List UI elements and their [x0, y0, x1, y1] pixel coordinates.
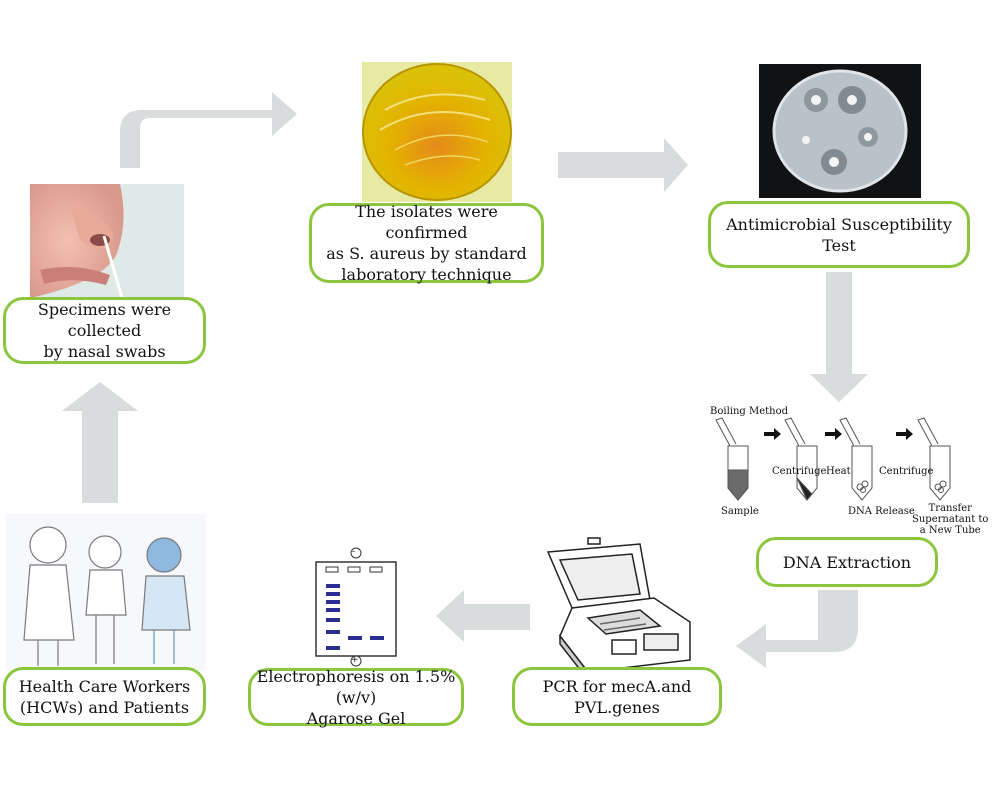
- pcr-label: PCR for mecA.and PVL.genes: [542, 676, 692, 717]
- transfer-label: Transfer Supernatant to a New Tube: [912, 503, 988, 536]
- isolates-line-3: laboratory technique: [341, 265, 512, 284]
- pcr-thermal-cycler: [546, 537, 691, 683]
- step-isolates-confirmed: The isolates were confirmed as S. aureus…: [309, 202, 544, 284]
- centrifuge-label-1: Centrifuge: [772, 466, 827, 477]
- isolates-line-2: as S. aureus by standard: [326, 244, 527, 263]
- gel-plus-label: +: [351, 655, 359, 665]
- arrow-hcw-to-specimens: [62, 382, 138, 503]
- step-specimens-collected: Specimens were collected by nasal swabs: [3, 297, 206, 364]
- sample-label: Sample: [721, 506, 759, 517]
- dna-release-label: DNA Release: [848, 506, 915, 517]
- specimens-line-2: by nasal swabs: [43, 342, 166, 361]
- electro-line-2: Agarose Gel: [306, 708, 406, 728]
- transfer-line-3: a New Tube: [919, 525, 981, 536]
- arrow-ast-to-dna: [810, 272, 868, 402]
- arrow-isolates-to-ast: [558, 138, 688, 192]
- arrow-pcr-to-electro: [436, 590, 530, 642]
- step-pcr: PCR for mecA.and PVL.genes: [512, 667, 722, 726]
- centrifuge-label-2: Centrifuge: [879, 466, 934, 477]
- boiling-method-schematic: [715, 417, 951, 501]
- transfer-line-2: Supernatant to: [912, 514, 989, 525]
- nasal-swab-photo: [30, 184, 184, 299]
- transfer-line-1: Transfer: [928, 503, 972, 514]
- agar-plate-photo: [362, 62, 512, 202]
- healthcare-workers-illustration: [6, 514, 206, 670]
- step-antimicrobial-test: Antimicrobial Susceptibility Test: [708, 201, 970, 268]
- step-electrophoresis: Electrophoresis on 1.5% (w/v) Agarose Ge…: [248, 666, 464, 728]
- boiling-method-title: Boiling Method: [710, 406, 789, 417]
- isolates-line-1: The isolates were confirmed: [355, 202, 498, 242]
- gel-minus-label: -: [352, 547, 356, 557]
- dna-label: DNA Extraction: [782, 552, 912, 572]
- ast-label: Antimicrobial Susceptibility Test: [726, 214, 952, 255]
- hcw-line-2: (HCWs) and Patients: [19, 697, 190, 717]
- electro-line-1: Electrophoresis on 1.5% (w/v): [256, 666, 456, 707]
- arrow-specimens-to-isolates: [120, 92, 297, 168]
- process-arrows: [764, 428, 913, 440]
- step-health-care-workers: Health Care Workers (HCWs) and Patients: [3, 667, 206, 726]
- antibiotic-plate-photo: [759, 64, 921, 198]
- specimens-line-1: Specimens were collected: [37, 300, 172, 340]
- arrow-dna-to-pcr: [736, 590, 858, 668]
- step-dna-extraction: DNA Extraction: [756, 537, 938, 587]
- hcw-line-1: Health Care Workers: [18, 676, 191, 696]
- gel-electrophoresis: [315, 547, 397, 667]
- heat-label: Heat: [826, 466, 851, 477]
